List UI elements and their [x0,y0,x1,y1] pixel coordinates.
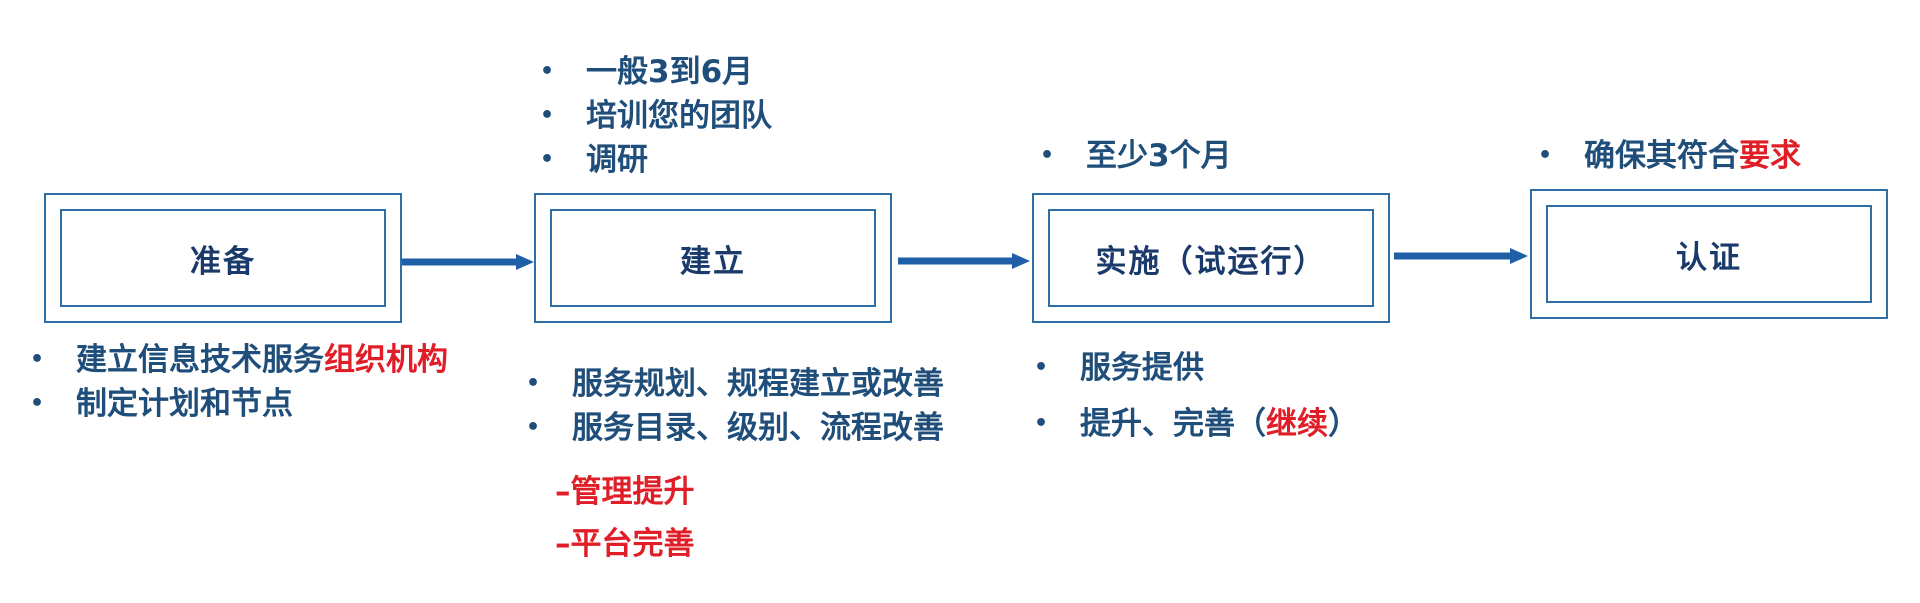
note-text: 提升、完善（ [1080,406,1266,442]
stage-box-build: 建立 [534,193,892,323]
bullet-icon: • [30,347,45,372]
bullet-icon: • [1538,143,1553,168]
build-below-notes: • 服务规划、规程建立或改善 • 服务目录、级别、流程改善 [526,362,944,450]
stage-label-build: 建立 [680,243,746,280]
stage-label-prepare: 准备 [190,243,256,280]
bullet-icon: • [1040,143,1055,168]
bullet-item: • 培训您的团队 [540,94,772,138]
bullet-icon: • [540,59,555,84]
note-text: 确保其符合 [1584,138,1739,174]
bullet-item: • 提升、完善（继续） [1034,396,1359,452]
note-highlight: 要求 [1739,138,1801,174]
stage-label-implement: 实施（试运行） [1095,243,1327,280]
bullet-icon: • [526,371,541,396]
note-text: 一般3到6月 [586,54,754,90]
bullet-item: • 至少3个月 [1040,134,1232,178]
bullet-item: • 服务规划、规程建立或改善 [526,362,944,406]
note-text: 服务规划、规程建立或改善 [572,366,944,402]
note-highlight: 继续 [1266,406,1328,442]
certify-above-notes: • 确保其符合要求 [1538,134,1801,178]
note-text: 服务目录、级别、流程改善 [572,410,944,446]
note-text: 建立信息技术服务 [76,342,324,378]
bullet-item: • 确保其符合要求 [1538,134,1801,178]
note-suffix: ） [1328,406,1359,442]
bullet-item: • 建立信息技术服务组织机构 [30,338,448,382]
bullet-item: • 制定计划和节点 [30,382,448,426]
implement-above-notes: • 至少3个月 [1040,134,1232,178]
note-text: 至少3个月 [1086,138,1232,174]
note-text: 调研 [586,142,648,178]
note-highlight: 组织机构 [324,342,448,378]
bullet-icon: • [540,147,555,172]
implement-below-notes: • 服务提供 • 提升、完善（继续） [1034,340,1359,452]
build-sub-notes: –管理提升 –平台完善 [555,466,695,570]
stage-inner-prepare: 准备 [60,209,386,307]
sub-note-platform: –平台完善 [555,526,695,562]
arrow-implement-to-certify [1394,248,1528,264]
bullet-item: • 一般3到6月 [540,50,772,94]
bullet-icon: • [1034,411,1049,436]
build-above-notes: • 一般3到6月 • 培训您的团队 • 调研 [540,50,772,182]
stage-inner-certify: 认证 [1546,205,1872,303]
note-text: 制定计划和节点 [76,386,293,422]
stage-box-implement: 实施（试运行） [1032,193,1390,323]
stage-box-prepare: 准备 [44,193,402,323]
bullet-icon: • [1034,355,1049,380]
bullet-item: • 调研 [540,138,772,182]
bullet-item: • 服务提供 [1034,340,1359,396]
bullet-icon: • [30,391,45,416]
stage-inner-implement: 实施（试运行） [1048,209,1374,307]
bullet-icon: • [526,415,541,440]
stage-inner-build: 建立 [550,209,876,307]
stage-label-certify: 认证 [1676,239,1742,276]
arrow-build-to-implement [898,253,1030,269]
note-text: 培训您的团队 [586,98,772,134]
arrow-prepare-to-build [402,254,534,270]
stage-box-certify: 认证 [1530,189,1888,319]
sub-note-management: –管理提升 [555,474,695,510]
bullet-icon: • [540,103,555,128]
note-text: 服务提供 [1080,350,1204,386]
prepare-below-notes: • 建立信息技术服务组织机构 • 制定计划和节点 [30,338,448,426]
bullet-item: • 服务目录、级别、流程改善 [526,406,944,450]
